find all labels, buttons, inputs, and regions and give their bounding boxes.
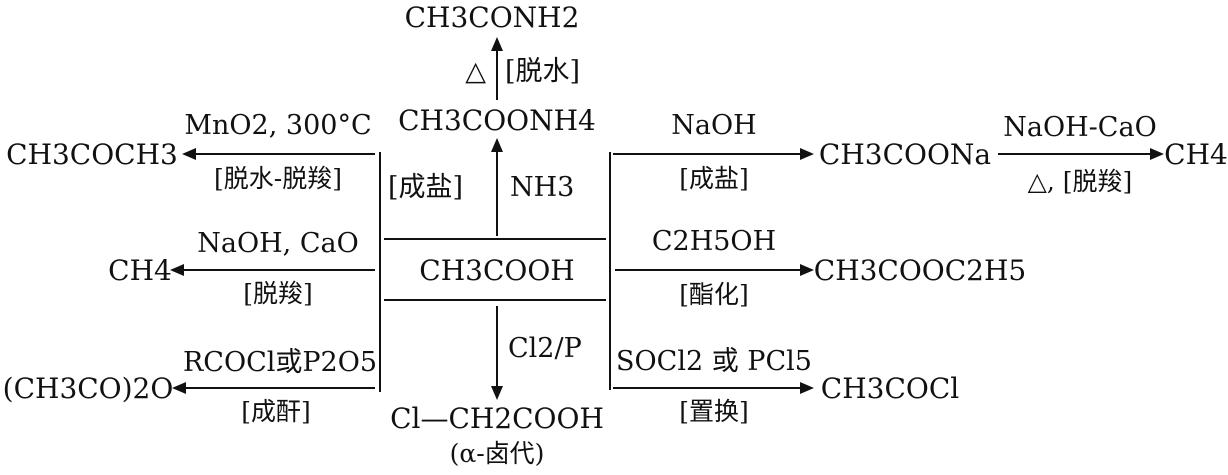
up-product: CH3COONH4 <box>398 104 596 137</box>
left-1-reagent: MnO2, 300°C <box>184 110 371 141</box>
up-arrow-head <box>491 138 503 152</box>
right-arrow-2-head <box>800 264 814 276</box>
left-arrow-3-head <box>172 382 186 394</box>
right-2-reagent: C2H5OH <box>652 226 776 257</box>
left-arrow-1-head <box>182 148 196 160</box>
down-reagent: Cl2/P <box>508 333 582 364</box>
right-1-product: CH3COONa <box>819 138 991 171</box>
left-3-product: (CH3CO)2O <box>3 372 174 405</box>
right-arrow-3-head <box>800 382 814 394</box>
up2-arrow-head <box>491 37 503 51</box>
down-note: (α-卤代) <box>450 439 545 468</box>
right-3-reaction-type: [置换] <box>679 397 749 426</box>
left-1-product: CH3COCH3 <box>6 138 178 171</box>
right-1b-reagent: NaOH-CaO <box>1003 112 1156 143</box>
left-1-reaction-type: [脱水-脱羧] <box>214 164 342 193</box>
right-1-reagent: NaOH <box>671 110 756 141</box>
left-3-reagent: RCOCl或P2O5 <box>183 347 377 378</box>
left-arrow-2-head <box>170 264 184 276</box>
down-product: Cl—CH2COOH <box>390 402 604 435</box>
right-3-product: CH3COCl <box>821 372 959 405</box>
up2-product: CH3CONH2 <box>405 1 580 34</box>
left-2-product: CH4 <box>108 254 172 287</box>
left-2-reaction-type: [脱羧] <box>243 279 313 308</box>
right-3-reagent: SOCl2 或 PCl5 <box>616 346 812 377</box>
down-arrow-head <box>491 386 503 400</box>
up-reaction-type: [成盐] <box>388 172 463 203</box>
right-1-reaction-type: [成盐] <box>679 164 749 193</box>
right-arrow-1-head <box>800 148 814 160</box>
up2-condition: △ <box>465 56 486 87</box>
up2-reaction-type: [脱水] <box>505 56 580 87</box>
right-arrow-1b-head <box>1150 148 1164 160</box>
right-1b-product: CH4 <box>1164 138 1228 171</box>
right-1b-condition: △, [脱羧] <box>1028 167 1133 196</box>
right-2-product: CH3COOC2H5 <box>814 254 1026 287</box>
right-2-reaction-type: [酯化] <box>679 280 749 309</box>
up-reagent: NH3 <box>510 172 574 203</box>
left-3-reaction-type: [成酐] <box>241 397 311 426</box>
left-2-reagent: NaOH, CaO <box>197 228 358 259</box>
center-compound: CH3COOH <box>419 254 574 287</box>
